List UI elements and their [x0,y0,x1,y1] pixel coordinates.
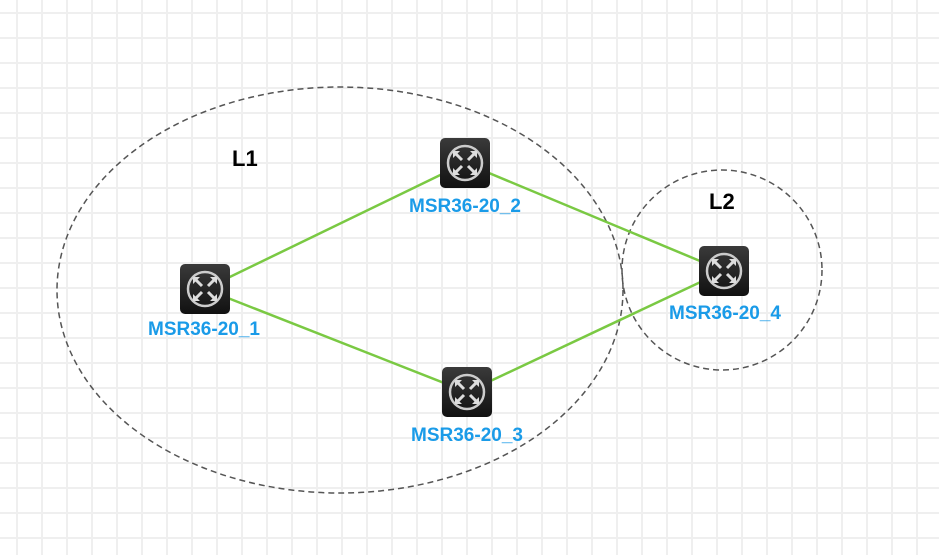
link-2-4[interactable] [464,161,725,273]
link-1-2[interactable] [204,161,466,291]
device-label[interactable]: MSR36-20_4 [669,303,781,324]
device-label[interactable]: MSR36-20_3 [411,425,523,446]
device-label[interactable]: MSR36-20_1 [148,319,260,340]
link-3-4[interactable] [466,269,725,394]
router-icon[interactable] [440,138,490,188]
area-label-l2: L2 [709,189,735,214]
router-icon[interactable] [699,246,749,296]
link-1-3[interactable] [204,287,468,394]
area-l2-boundary [621,169,823,371]
router-icon[interactable] [442,367,492,417]
device-label[interactable]: MSR36-20_2 [409,196,521,217]
area-l1-boundary [56,86,624,494]
area-label-l1: L1 [232,146,258,171]
router-icon[interactable] [180,264,230,314]
